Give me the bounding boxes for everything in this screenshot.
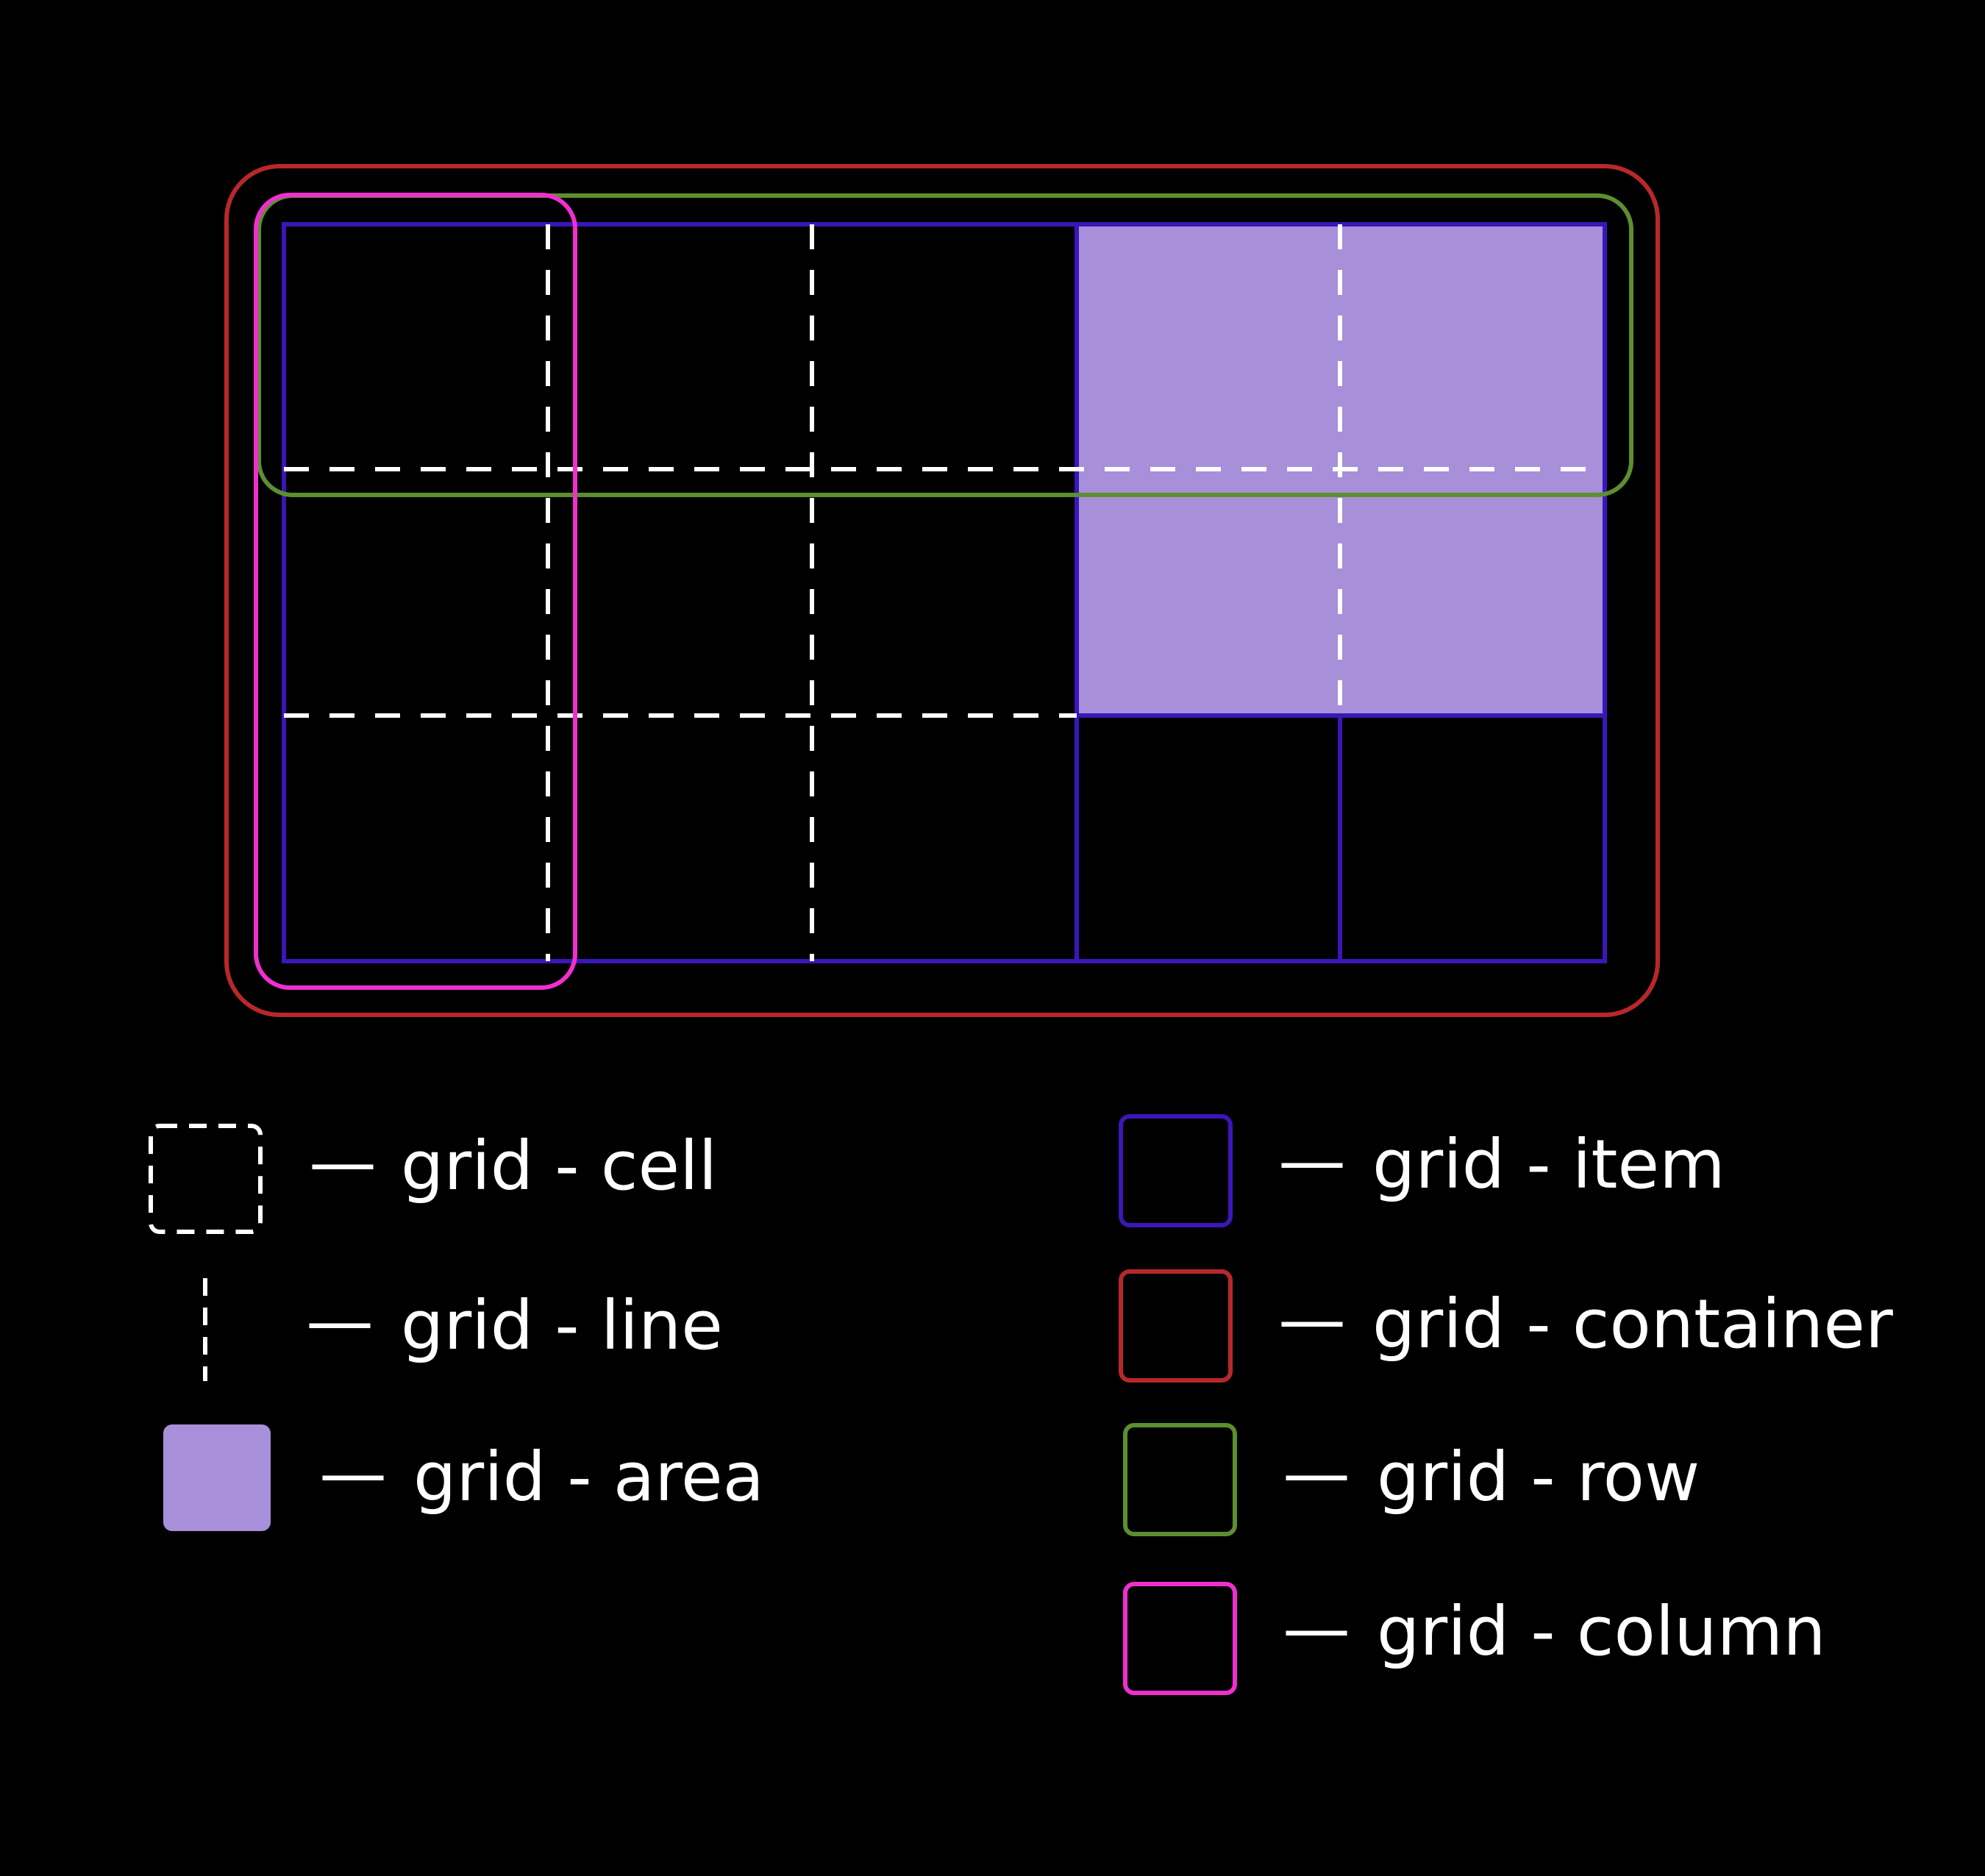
legend-item-label: grid - item: [1372, 1125, 1725, 1204]
legend-cell-swatch: [149, 1124, 263, 1234]
grid-container-outline: [224, 164, 1660, 1017]
legend-line-label: grid - line: [401, 1286, 723, 1365]
grid-column-outline: [254, 193, 577, 990]
legend-cell-label: grid - cell: [401, 1127, 717, 1205]
legend-row-label: grid - row: [1377, 1438, 1700, 1516]
legend-dash: —: [319, 1434, 387, 1513]
legend-dash: —: [306, 1282, 374, 1360]
legend-area-label: grid - area: [413, 1438, 764, 1516]
legend-column-label: grid - column: [1377, 1592, 1826, 1671]
legend-container-label: grid - container: [1372, 1285, 1893, 1363]
legend-row-swatch: [1123, 1423, 1237, 1536]
grid-lines: [284, 224, 1605, 961]
grid-row-outline: [257, 193, 1633, 497]
legend-dash: —: [1278, 1280, 1346, 1359]
legend-area-swatch: [163, 1424, 271, 1531]
grid-item-outline: [282, 222, 1607, 963]
legend-column-swatch: [1123, 1582, 1237, 1695]
legend-dash: —: [1278, 1121, 1346, 1200]
legend-dash: —: [309, 1123, 377, 1202]
legend-container-swatch: [1119, 1269, 1233, 1383]
legend-dash: —: [1283, 1434, 1350, 1513]
legend-item-swatch: [1119, 1114, 1233, 1227]
legend-dash: —: [1283, 1589, 1350, 1668]
